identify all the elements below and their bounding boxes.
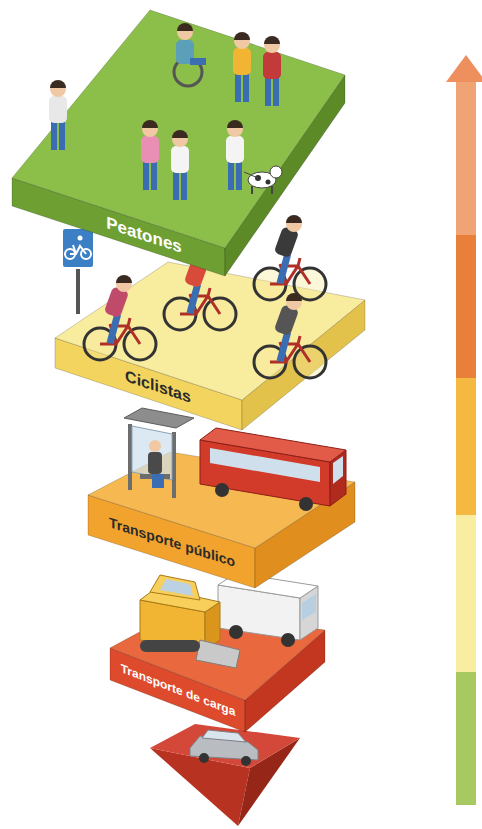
tip-face: [150, 748, 250, 826]
slab-top-face: [55, 262, 365, 400]
arrow-segment: [456, 80, 476, 235]
slab-top-face: [110, 610, 325, 700]
car-icon: [190, 730, 258, 766]
tip-top: [150, 724, 300, 768]
layer-slab: Transporte público: [88, 452, 355, 588]
arrow-head: [446, 55, 482, 82]
layer-slab: Ciclistas: [55, 262, 365, 430]
tip-face: [238, 738, 300, 826]
slab-top-face: [12, 10, 345, 248]
slab-shape: [88, 452, 355, 588]
arrow-segment: [456, 515, 476, 672]
arrow-segment: [456, 378, 476, 515]
arrow-segment: [456, 235, 476, 378]
layer-slab: Transporte de carga: [110, 610, 325, 732]
bike-lane-sign: [62, 228, 94, 314]
arrow-segment: [456, 672, 476, 805]
slab-shape: [12, 10, 345, 276]
layer-slab: Peatones: [12, 10, 345, 276]
slab-shape: [55, 262, 365, 430]
